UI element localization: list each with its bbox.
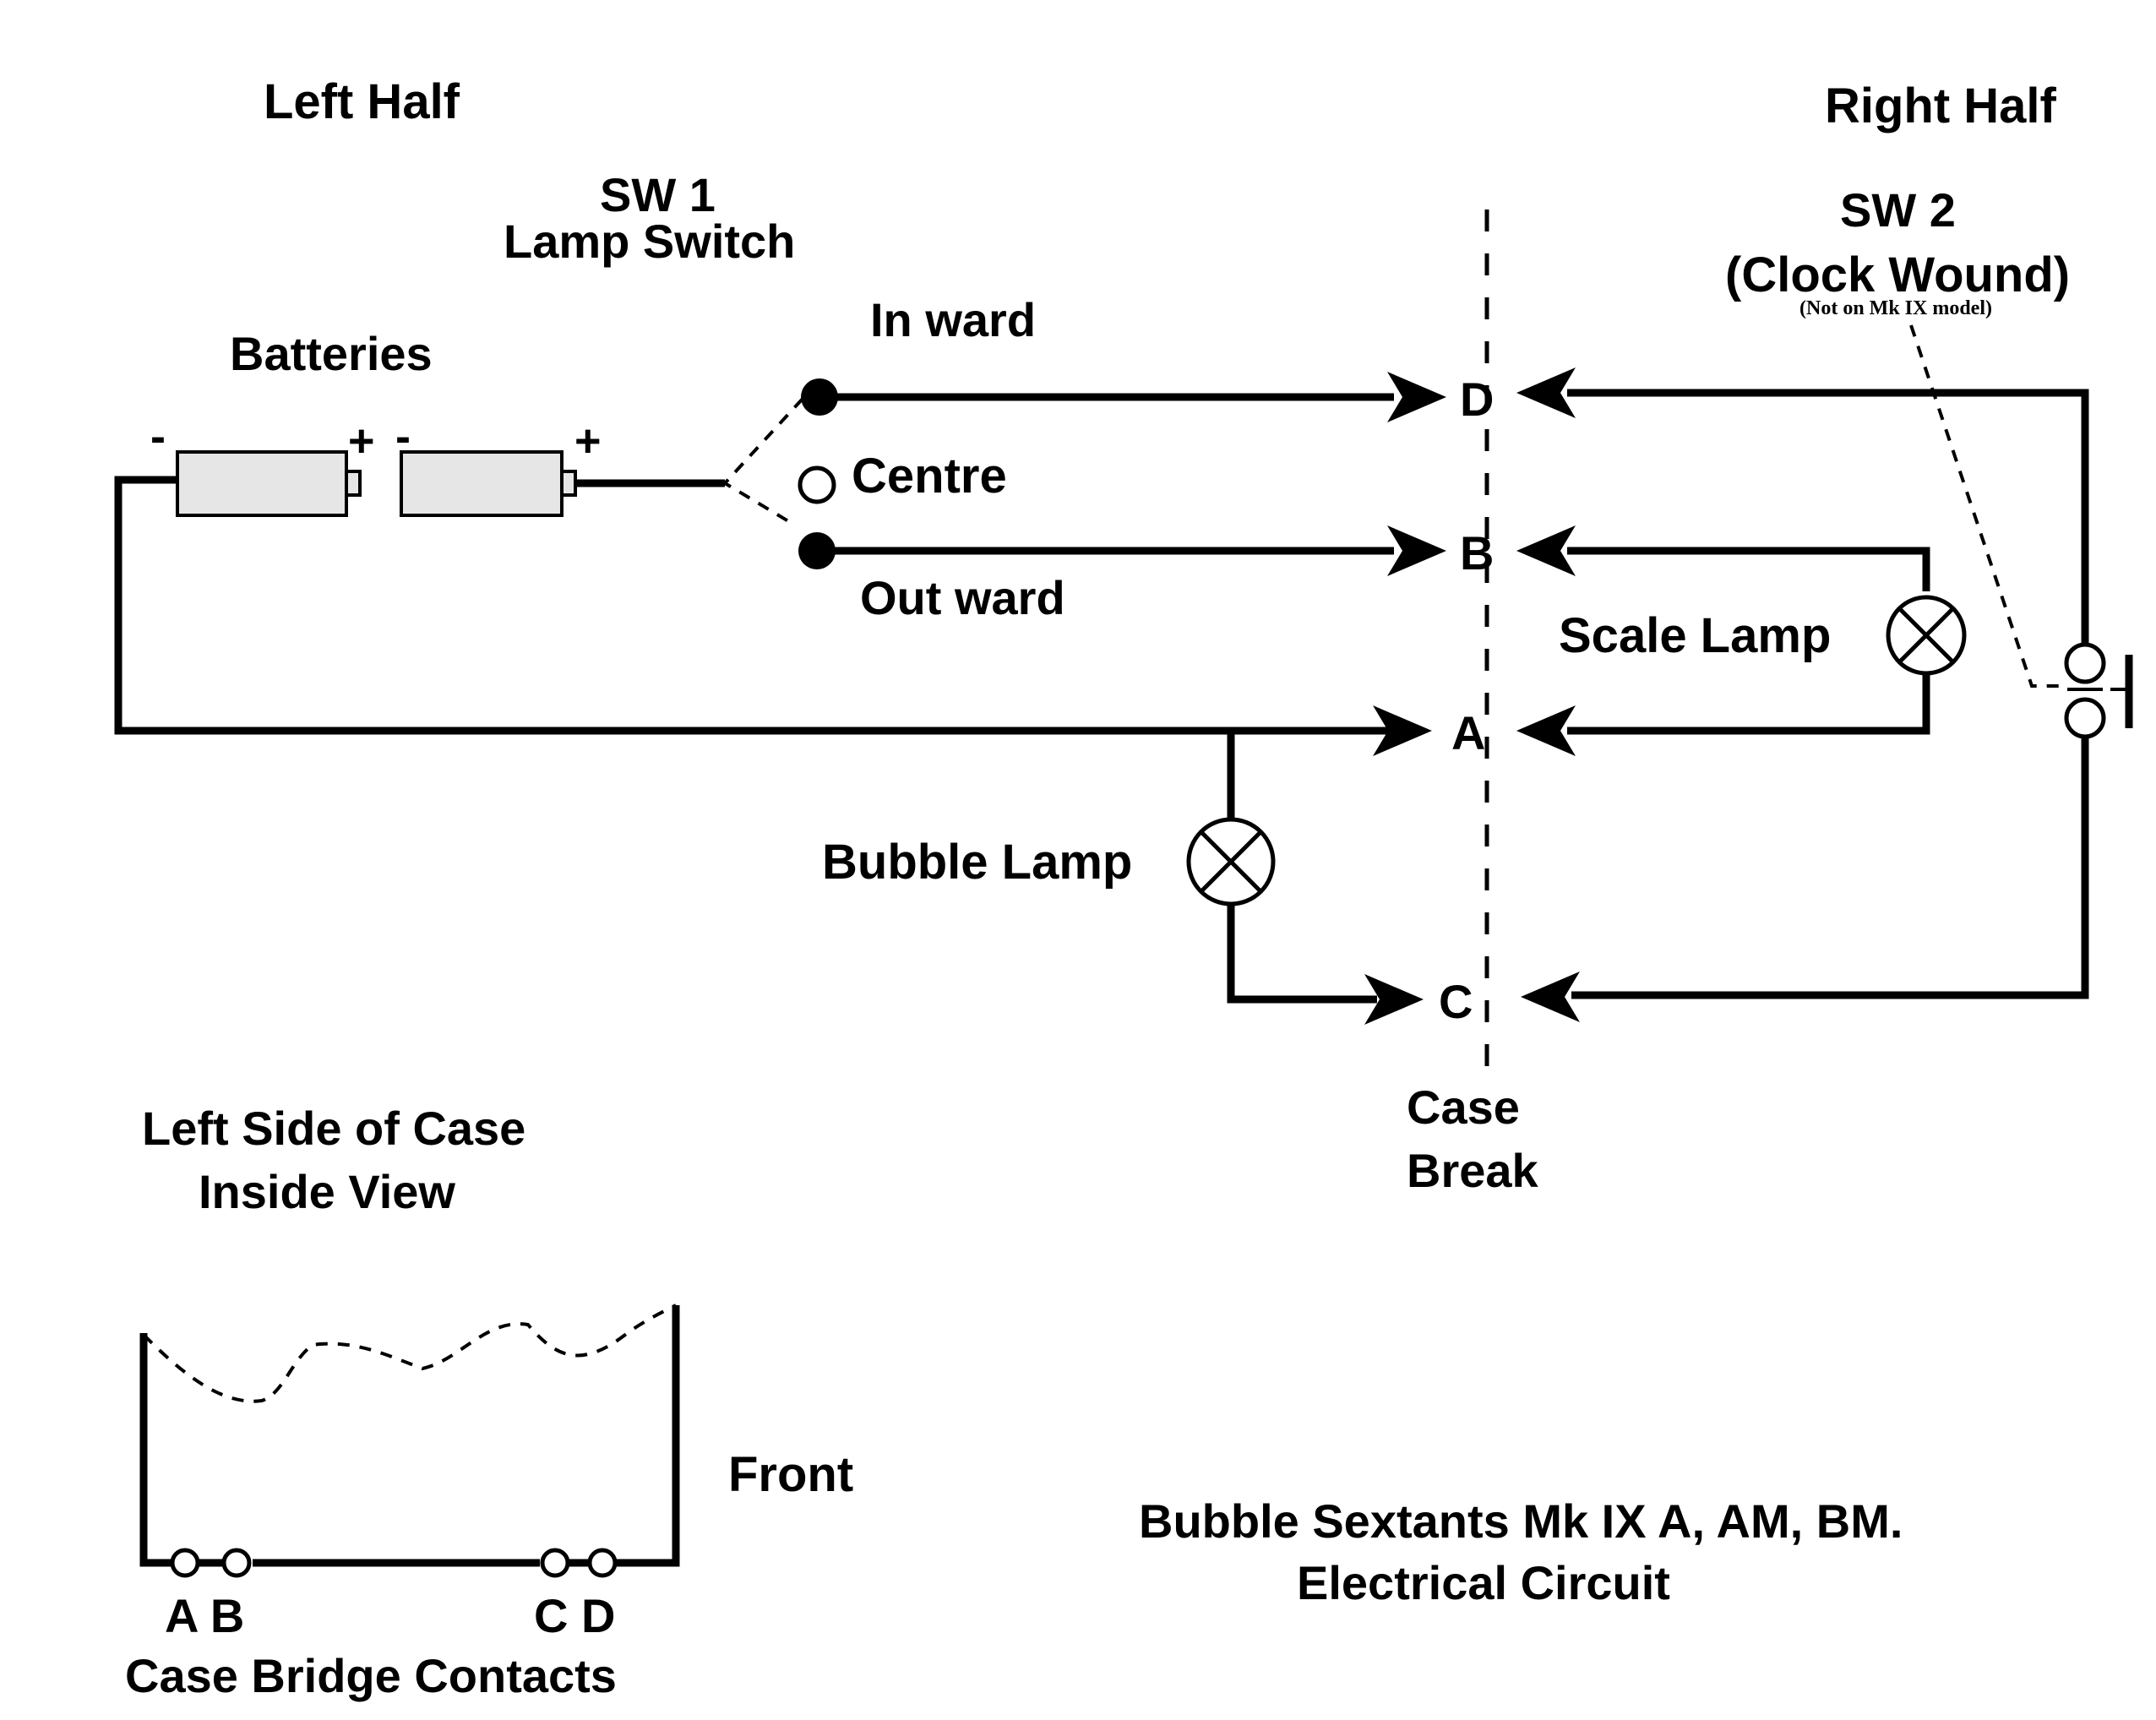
sw2-lower-contact bbox=[2064, 697, 2106, 739]
case-break-label: Case bbox=[1407, 1080, 1520, 1134]
arrow-to-a-left bbox=[1373, 705, 1432, 756]
battery1-minus-sign: - bbox=[150, 411, 166, 462]
sw2-name-label: (Clock Wound) bbox=[1725, 248, 2070, 302]
case-bridge-contacts bbox=[170, 1548, 618, 1578]
sw1-name-label: Lamp Switch bbox=[504, 215, 795, 268]
batteries-label: Batteries bbox=[230, 327, 433, 380]
wire-d-to-sw2 bbox=[1567, 389, 2089, 644]
battery2-minus-sign: - bbox=[395, 411, 411, 462]
bridge-contacts-label: Case Bridge Contacts bbox=[125, 1649, 617, 1702]
wire-sw2-to-c bbox=[1571, 737, 2089, 999]
case-outline bbox=[139, 1304, 680, 1567]
battery2-plus-sign: + bbox=[574, 416, 602, 466]
bubble-lamp-symbol bbox=[1186, 817, 1276, 906]
arrow-to-b-left bbox=[1387, 525, 1446, 576]
sw2-linkage-dashed bbox=[1909, 324, 2061, 688]
arrow-to-a-right bbox=[1516, 705, 1576, 756]
diagram-subtitle: Electrical Circuit bbox=[1297, 1556, 1670, 1609]
sw1-lever-dashed bbox=[721, 397, 804, 524]
sw1-centre-contact bbox=[798, 465, 836, 504]
arrow-to-d-right bbox=[1516, 367, 1576, 418]
bridge-cd-label: C D bbox=[534, 1589, 615, 1642]
bridge-contact-b bbox=[221, 1548, 252, 1578]
out-ward-label: Out ward bbox=[860, 571, 1065, 624]
battery1-plus-sign: + bbox=[348, 416, 375, 466]
bridge-ab-label: A B bbox=[165, 1589, 244, 1642]
right-half-label: Right Half bbox=[1825, 79, 2057, 133]
left-side-label: Left Side of Case bbox=[142, 1102, 525, 1155]
contact-d-label: D bbox=[1460, 373, 1494, 426]
inside-view-label: Inside View bbox=[199, 1165, 455, 1218]
wire-scale-lamp-to-a bbox=[1567, 673, 1930, 735]
front-label: Front bbox=[728, 1447, 853, 1502]
wire-b-to-scale-lamp bbox=[1567, 547, 1930, 591]
sw2-note-label: (Not on Mk IX model) bbox=[1799, 297, 1992, 319]
in-ward-label: In ward bbox=[870, 293, 1036, 346]
bridge-contact-c bbox=[540, 1548, 570, 1578]
case-break-label-line2: Break bbox=[1407, 1144, 1539, 1197]
scale-lamp-label: Scale Lamp bbox=[1559, 608, 1831, 663]
scale-lamp-symbol bbox=[1886, 595, 1967, 676]
contact-a-label: A bbox=[1451, 706, 1485, 759]
contact-c-label: C bbox=[1439, 975, 1473, 1028]
arrow-to-c-right bbox=[1521, 972, 1580, 1022]
wire-bubble-lamp-to-c bbox=[1227, 906, 1377, 1004]
bubble-lamp-label: Bubble Lamp bbox=[822, 835, 1132, 890]
arrow-to-c-left bbox=[1364, 974, 1424, 1025]
centre-label: Centre bbox=[852, 449, 1007, 503]
contact-b-label: B bbox=[1460, 526, 1494, 580]
bridge-contact-d bbox=[587, 1548, 618, 1578]
arrow-to-d-left bbox=[1387, 372, 1446, 422]
diagram-title: Bubble Sextants Mk IX A, AM, BM. bbox=[1139, 1494, 1903, 1548]
sw2-upper-contact bbox=[2064, 642, 2106, 684]
battery-cell-1 bbox=[176, 450, 362, 517]
wire-battery-return-to-a bbox=[114, 476, 1402, 735]
left-half-label: Left Half bbox=[264, 74, 460, 129]
sw2-label: SW 2 bbox=[1840, 183, 1956, 237]
arrow-to-b-right bbox=[1516, 525, 1576, 576]
sw1-label: SW 1 bbox=[600, 168, 716, 221]
bridge-contact-a bbox=[170, 1548, 200, 1578]
battery-cell-2 bbox=[400, 450, 577, 517]
